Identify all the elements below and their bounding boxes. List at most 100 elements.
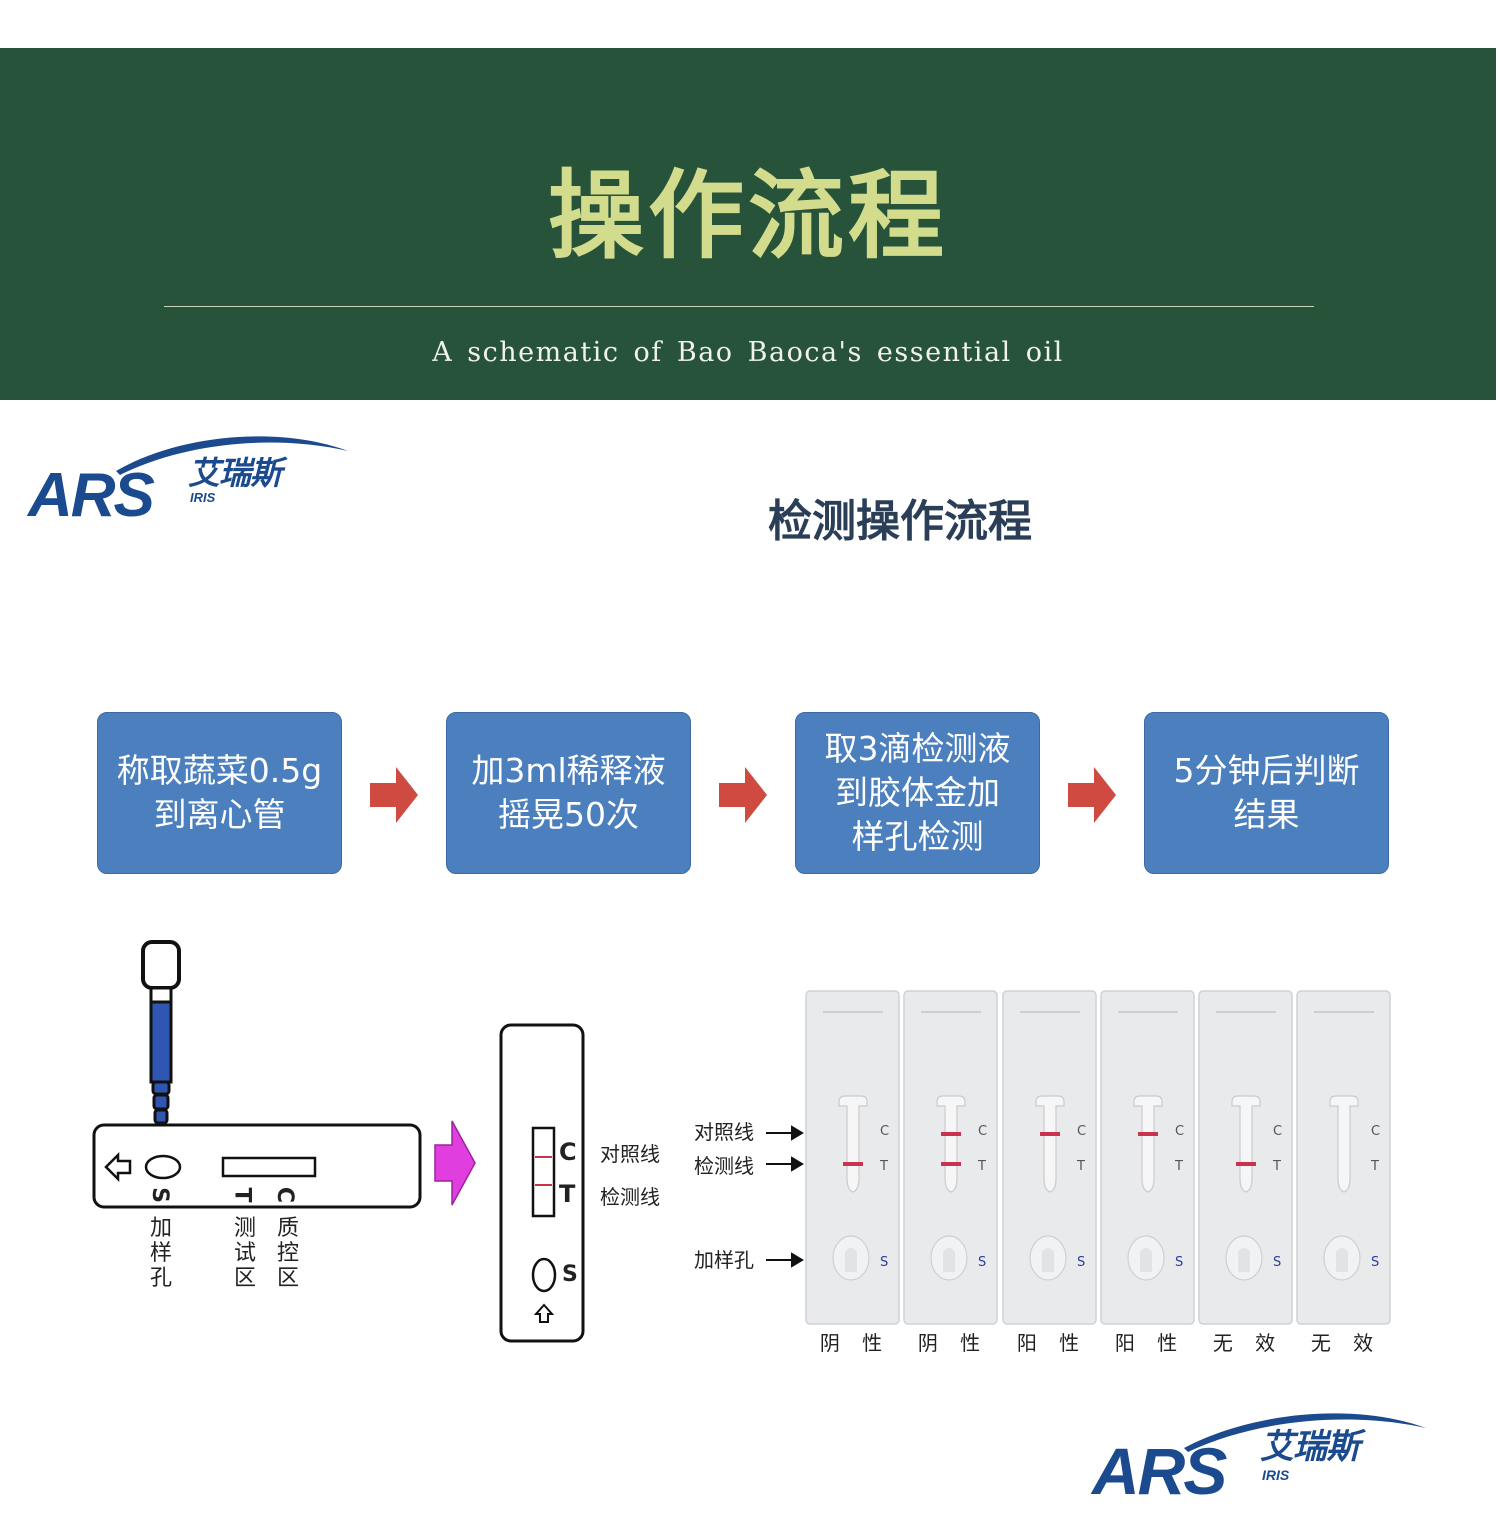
cassette-s-letter: S (146, 1187, 172, 1203)
results-test-line-label: 检测线 (694, 1154, 754, 1178)
header-banner: 操作流程 A schematic of Bao Baoca's essentia… (0, 48, 1496, 400)
logo-bottom-en-name: IRIS (1262, 1467, 1290, 1483)
step-4-line-1: 5分钟后判断 (1173, 751, 1360, 790)
dropper-icon (141, 940, 181, 1136)
step-box-3: 取3滴检测液到胶体金加样孔检测 (795, 712, 1040, 874)
result-label-5: 无 效 (1212, 1331, 1284, 1355)
cassette-window (1231, 1095, 1261, 1193)
sample-well-inner (1238, 1248, 1250, 1272)
banner-subtitle: A schematic of Bao Baoca's essential oil (432, 337, 1064, 368)
result-label-3: 阳 性 (1016, 1331, 1088, 1355)
result-cassette-3 (1002, 990, 1097, 1325)
step-4-line-2: 结果 (1233, 795, 1300, 834)
logo-letters: ARS (28, 461, 155, 530)
strip-up-arrow-icon (533, 1303, 555, 1323)
cassette-window (838, 1095, 868, 1193)
dropper-cassette-diagram (92, 940, 422, 1209)
sample-hole-label: 加样孔 (149, 1216, 172, 1291)
strip-t-letter: T (559, 1180, 576, 1208)
cassette-window (1133, 1095, 1163, 1193)
cassette-c-label: C (1273, 1124, 1283, 1139)
result-cassette-1 (805, 990, 900, 1325)
cassette-c-label: C (1077, 1124, 1087, 1139)
result-label-2: 阴 性 (917, 1331, 989, 1355)
logo-top: ARS 艾瑞斯 IRIS (28, 425, 358, 530)
reading-window (221, 1156, 317, 1178)
vertical-test-strip (499, 1023, 585, 1343)
control-line-mark (1138, 1132, 1158, 1136)
step-arrow-icon-2 (719, 767, 767, 823)
cassette-s-label: S (978, 1255, 987, 1270)
result-label-6: 无 效 (1310, 1331, 1382, 1355)
logo-swoosh-icon (116, 436, 348, 475)
step-box-4: 5分钟后判断结果 (1144, 712, 1389, 874)
test-zone-label: 测试区 (233, 1216, 256, 1291)
cassette-window (1035, 1095, 1065, 1193)
test-line-mark (941, 1162, 961, 1166)
sample-well-icon (144, 1154, 182, 1180)
cassette-t-label: T (978, 1159, 986, 1174)
strip-control-line-label: 对照线 (600, 1142, 660, 1166)
cassette-c-label: C (978, 1124, 988, 1139)
cassette-c-label: C (1371, 1124, 1381, 1139)
big-arrow-icon (434, 1120, 476, 1206)
cassette-s-label: S (1371, 1255, 1380, 1270)
sample-well-inner (1140, 1248, 1152, 1272)
flow-direction-icon (104, 1151, 132, 1183)
result-label-4: 阳 性 (1114, 1331, 1186, 1355)
banner-divider (164, 306, 1314, 307)
results-control-line-label: 对照线 (694, 1120, 754, 1144)
results-sample-hole-label: 加样孔 (694, 1248, 754, 1272)
logo-en-name: IRIS (190, 490, 216, 505)
step-2-line-2: 摇晃50次 (498, 795, 639, 834)
cassette-t-label: T (1077, 1159, 1085, 1174)
result-cassette-2 (903, 990, 998, 1325)
logo-bottom: ARS 艾瑞斯 IRIS (1092, 1402, 1432, 1508)
cassette-t-label: T (880, 1159, 888, 1174)
result-label-1: 阴 性 (819, 1331, 891, 1355)
step-3-line-2: 到胶体金加 (835, 773, 1000, 812)
cassette-c-letter: C (272, 1186, 298, 1204)
control-line-mark (941, 1132, 961, 1136)
cassette-t-letter: T (229, 1187, 255, 1203)
sample-well-inner (845, 1248, 857, 1272)
logo-bottom-swoosh-icon (1184, 1413, 1426, 1452)
cassette-window (936, 1095, 966, 1193)
step-1-line-2: 到离心管 (153, 795, 286, 834)
cassette-s-label: S (1175, 1255, 1184, 1270)
sample-well-inner (1042, 1248, 1054, 1272)
control-line-mark (1040, 1132, 1060, 1136)
result-cassette-5 (1198, 990, 1293, 1325)
strip-test-line-label: 检测线 (600, 1185, 660, 1209)
banner-title: 操作流程 (548, 160, 948, 272)
cassette-s-label: S (880, 1255, 889, 1270)
logo-cn-name: 艾瑞斯 (188, 454, 282, 492)
step-3-line-3: 样孔检测 (851, 817, 984, 856)
step-2-text: 加3ml稀释液摇晃50次 (449, 749, 689, 837)
step-3-line-1: 取3滴检测液 (824, 729, 1011, 768)
step-2-line-1: 加3ml稀释液 (471, 751, 666, 790)
test-line-mark (843, 1162, 863, 1166)
cassette-s-label: S (1273, 1255, 1282, 1270)
strip-c-letter: C (559, 1138, 577, 1166)
cassette-t-label: T (1273, 1159, 1281, 1174)
result-cassette-4 (1100, 990, 1195, 1325)
step-arrow-icon-3 (1068, 767, 1116, 823)
label-pointer-arrows (766, 1125, 804, 1268)
process-title: 检测操作流程 (768, 496, 1032, 547)
strip-sample-well (531, 1257, 557, 1293)
step-4-text: 5分钟后判断结果 (1147, 749, 1387, 837)
cassette-s-label: S (1077, 1255, 1086, 1270)
sample-well-inner (943, 1248, 955, 1272)
result-cassette-6 (1296, 990, 1391, 1325)
strip-window (531, 1126, 556, 1218)
control-zone-label: 质控区 (276, 1216, 299, 1291)
cassette-c-label: C (880, 1124, 890, 1139)
cassette-c-label: C (1175, 1124, 1185, 1139)
cassette-t-label: T (1371, 1159, 1379, 1174)
logo-bottom-letters: ARS (1092, 1434, 1227, 1508)
cassette-window (1329, 1095, 1359, 1193)
